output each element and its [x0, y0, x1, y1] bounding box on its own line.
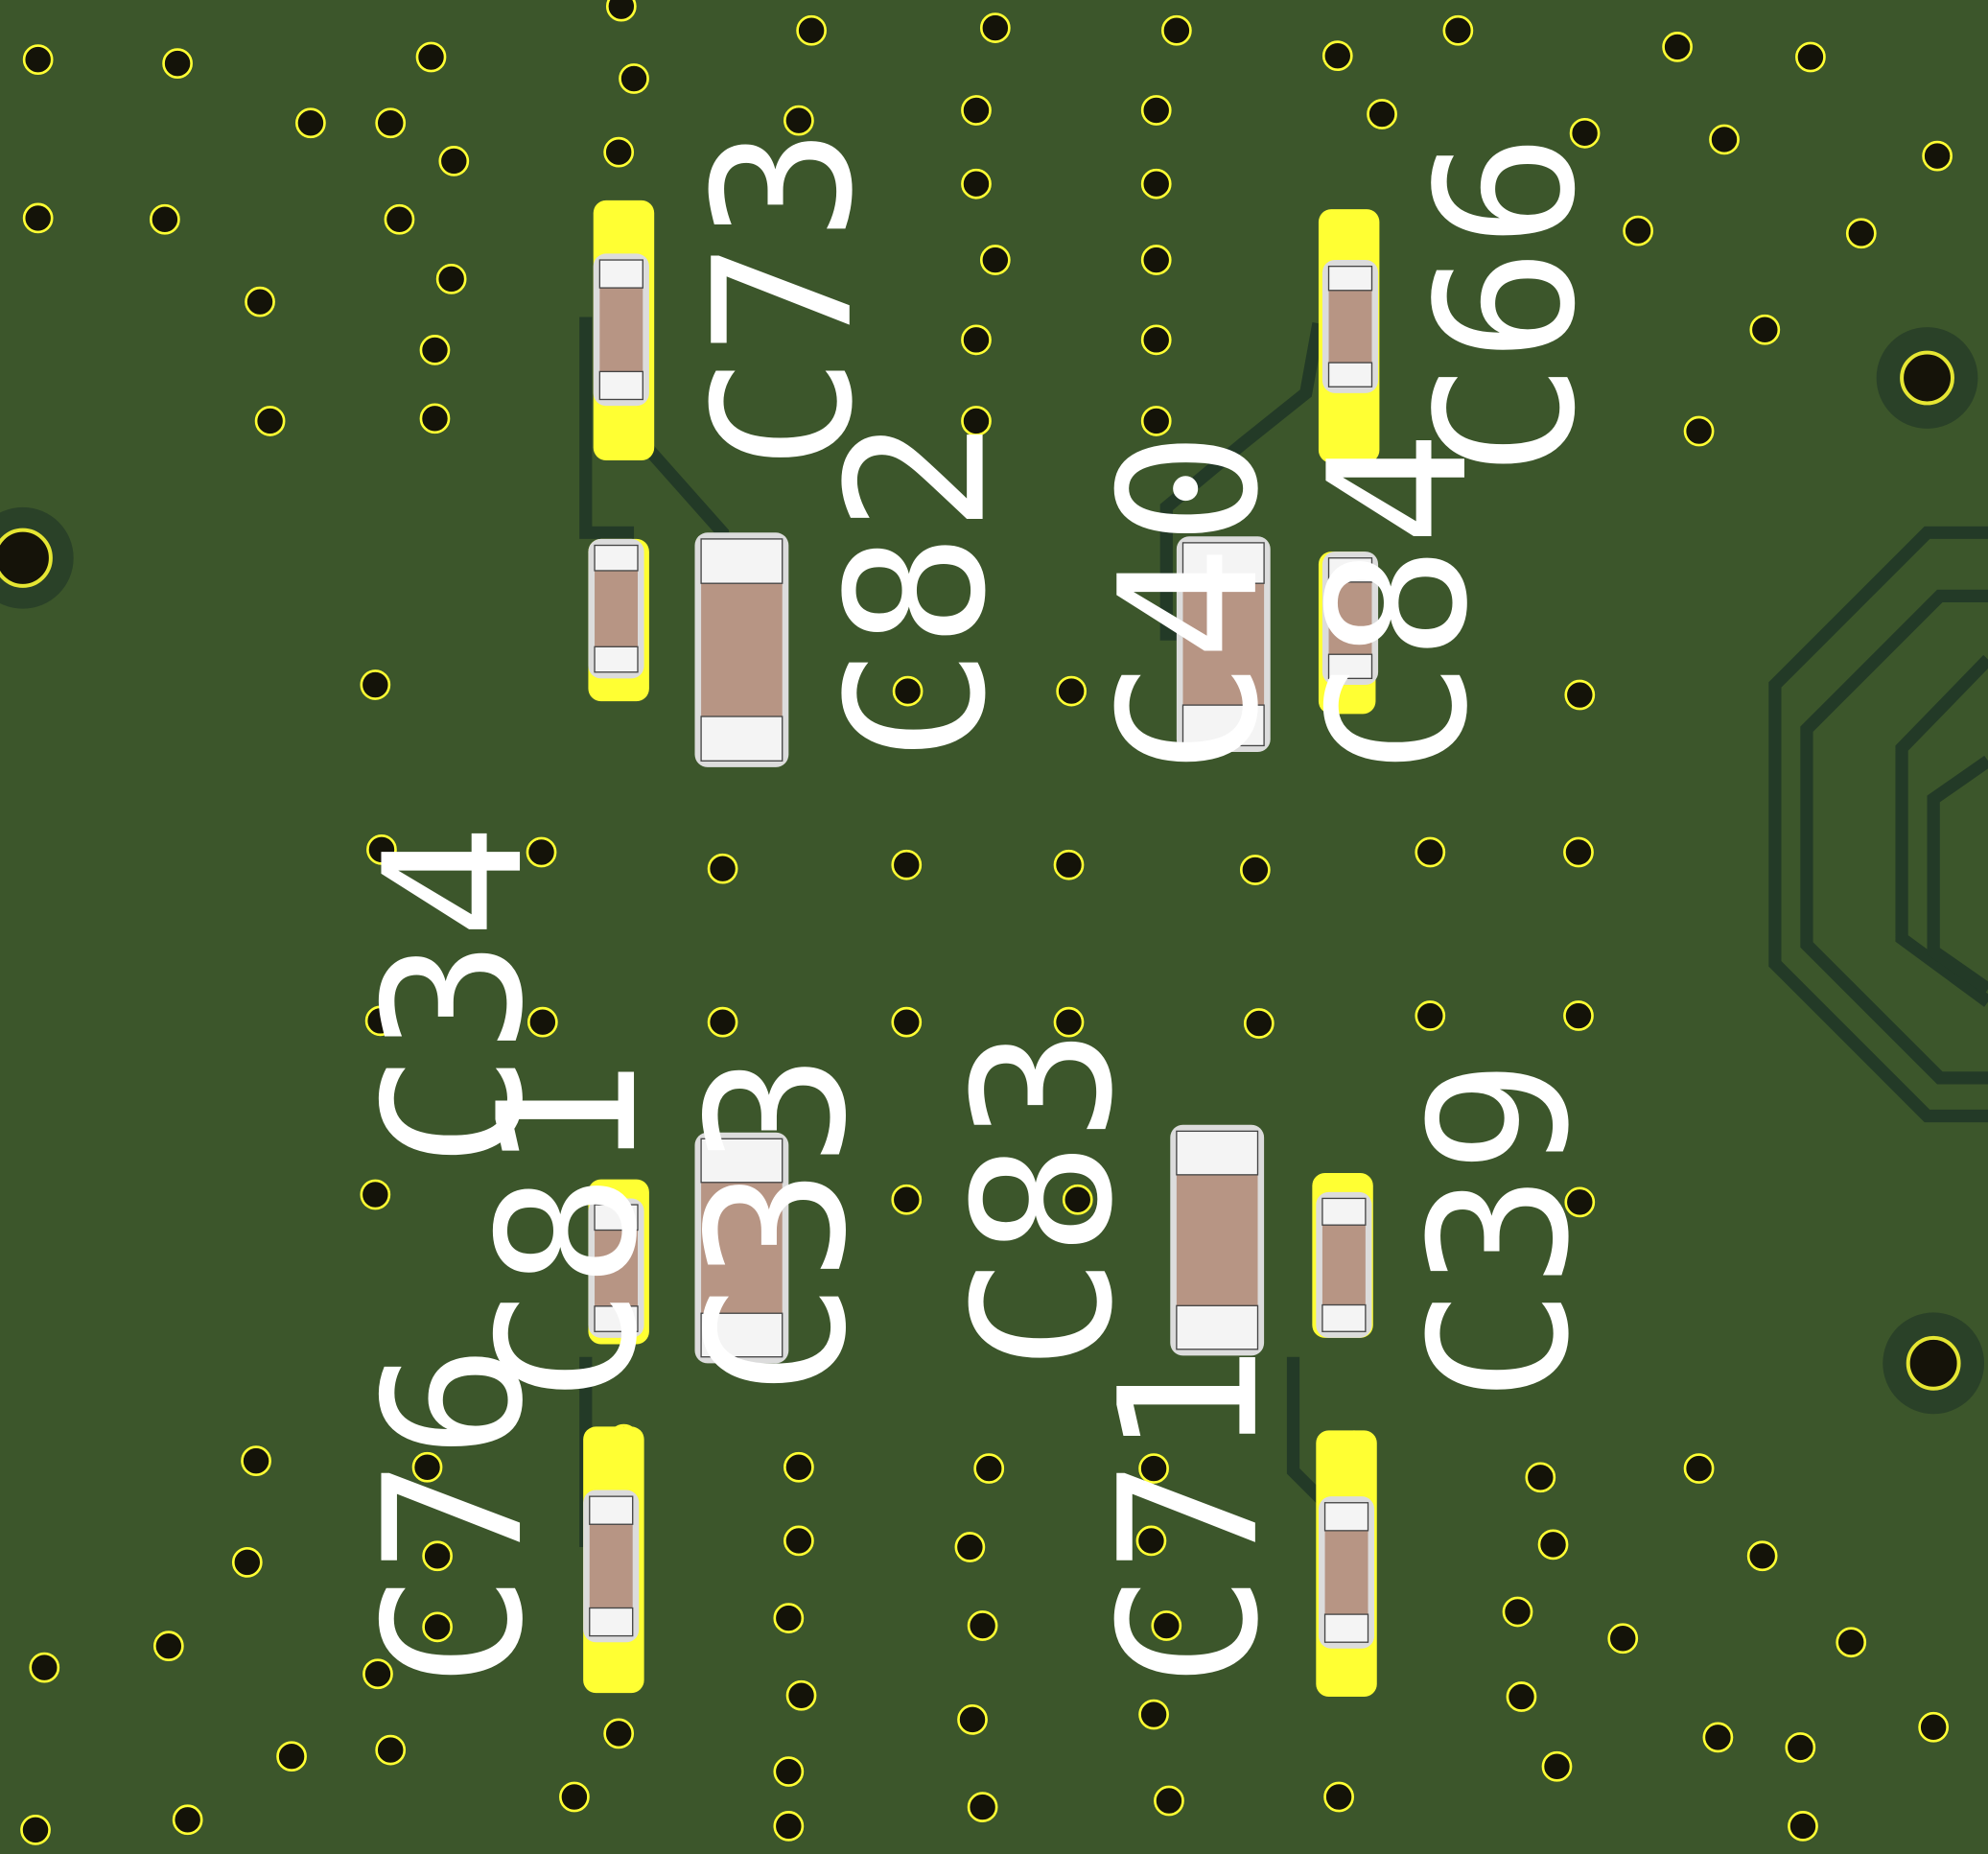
silkscreen-label: C39 [1390, 1059, 1611, 1402]
mounting-holes [0, 327, 1985, 1415]
silkscreen-label: C83 [933, 1027, 1155, 1371]
silkscreen-label: C33 [667, 1052, 888, 1396]
vias [20, 0, 1953, 1845]
silkscreen-label: C71 [1079, 1344, 1300, 1687]
silkscreen-label: C84 [1288, 432, 1509, 775]
silkscreen-label: C76 [343, 1344, 565, 1687]
silkscreen-label: C66 [1395, 133, 1617, 477]
silkscreen-label: C73 [673, 127, 895, 470]
capacitors [583, 253, 1379, 1649]
silkscreen-label: C34 [343, 824, 565, 1167]
silkscreen-label: C82 [807, 418, 1028, 762]
silkscreen-label: C81 [457, 1059, 679, 1402]
silkscreen-label: C40 [1079, 432, 1300, 775]
traces [579, 317, 1988, 1548]
